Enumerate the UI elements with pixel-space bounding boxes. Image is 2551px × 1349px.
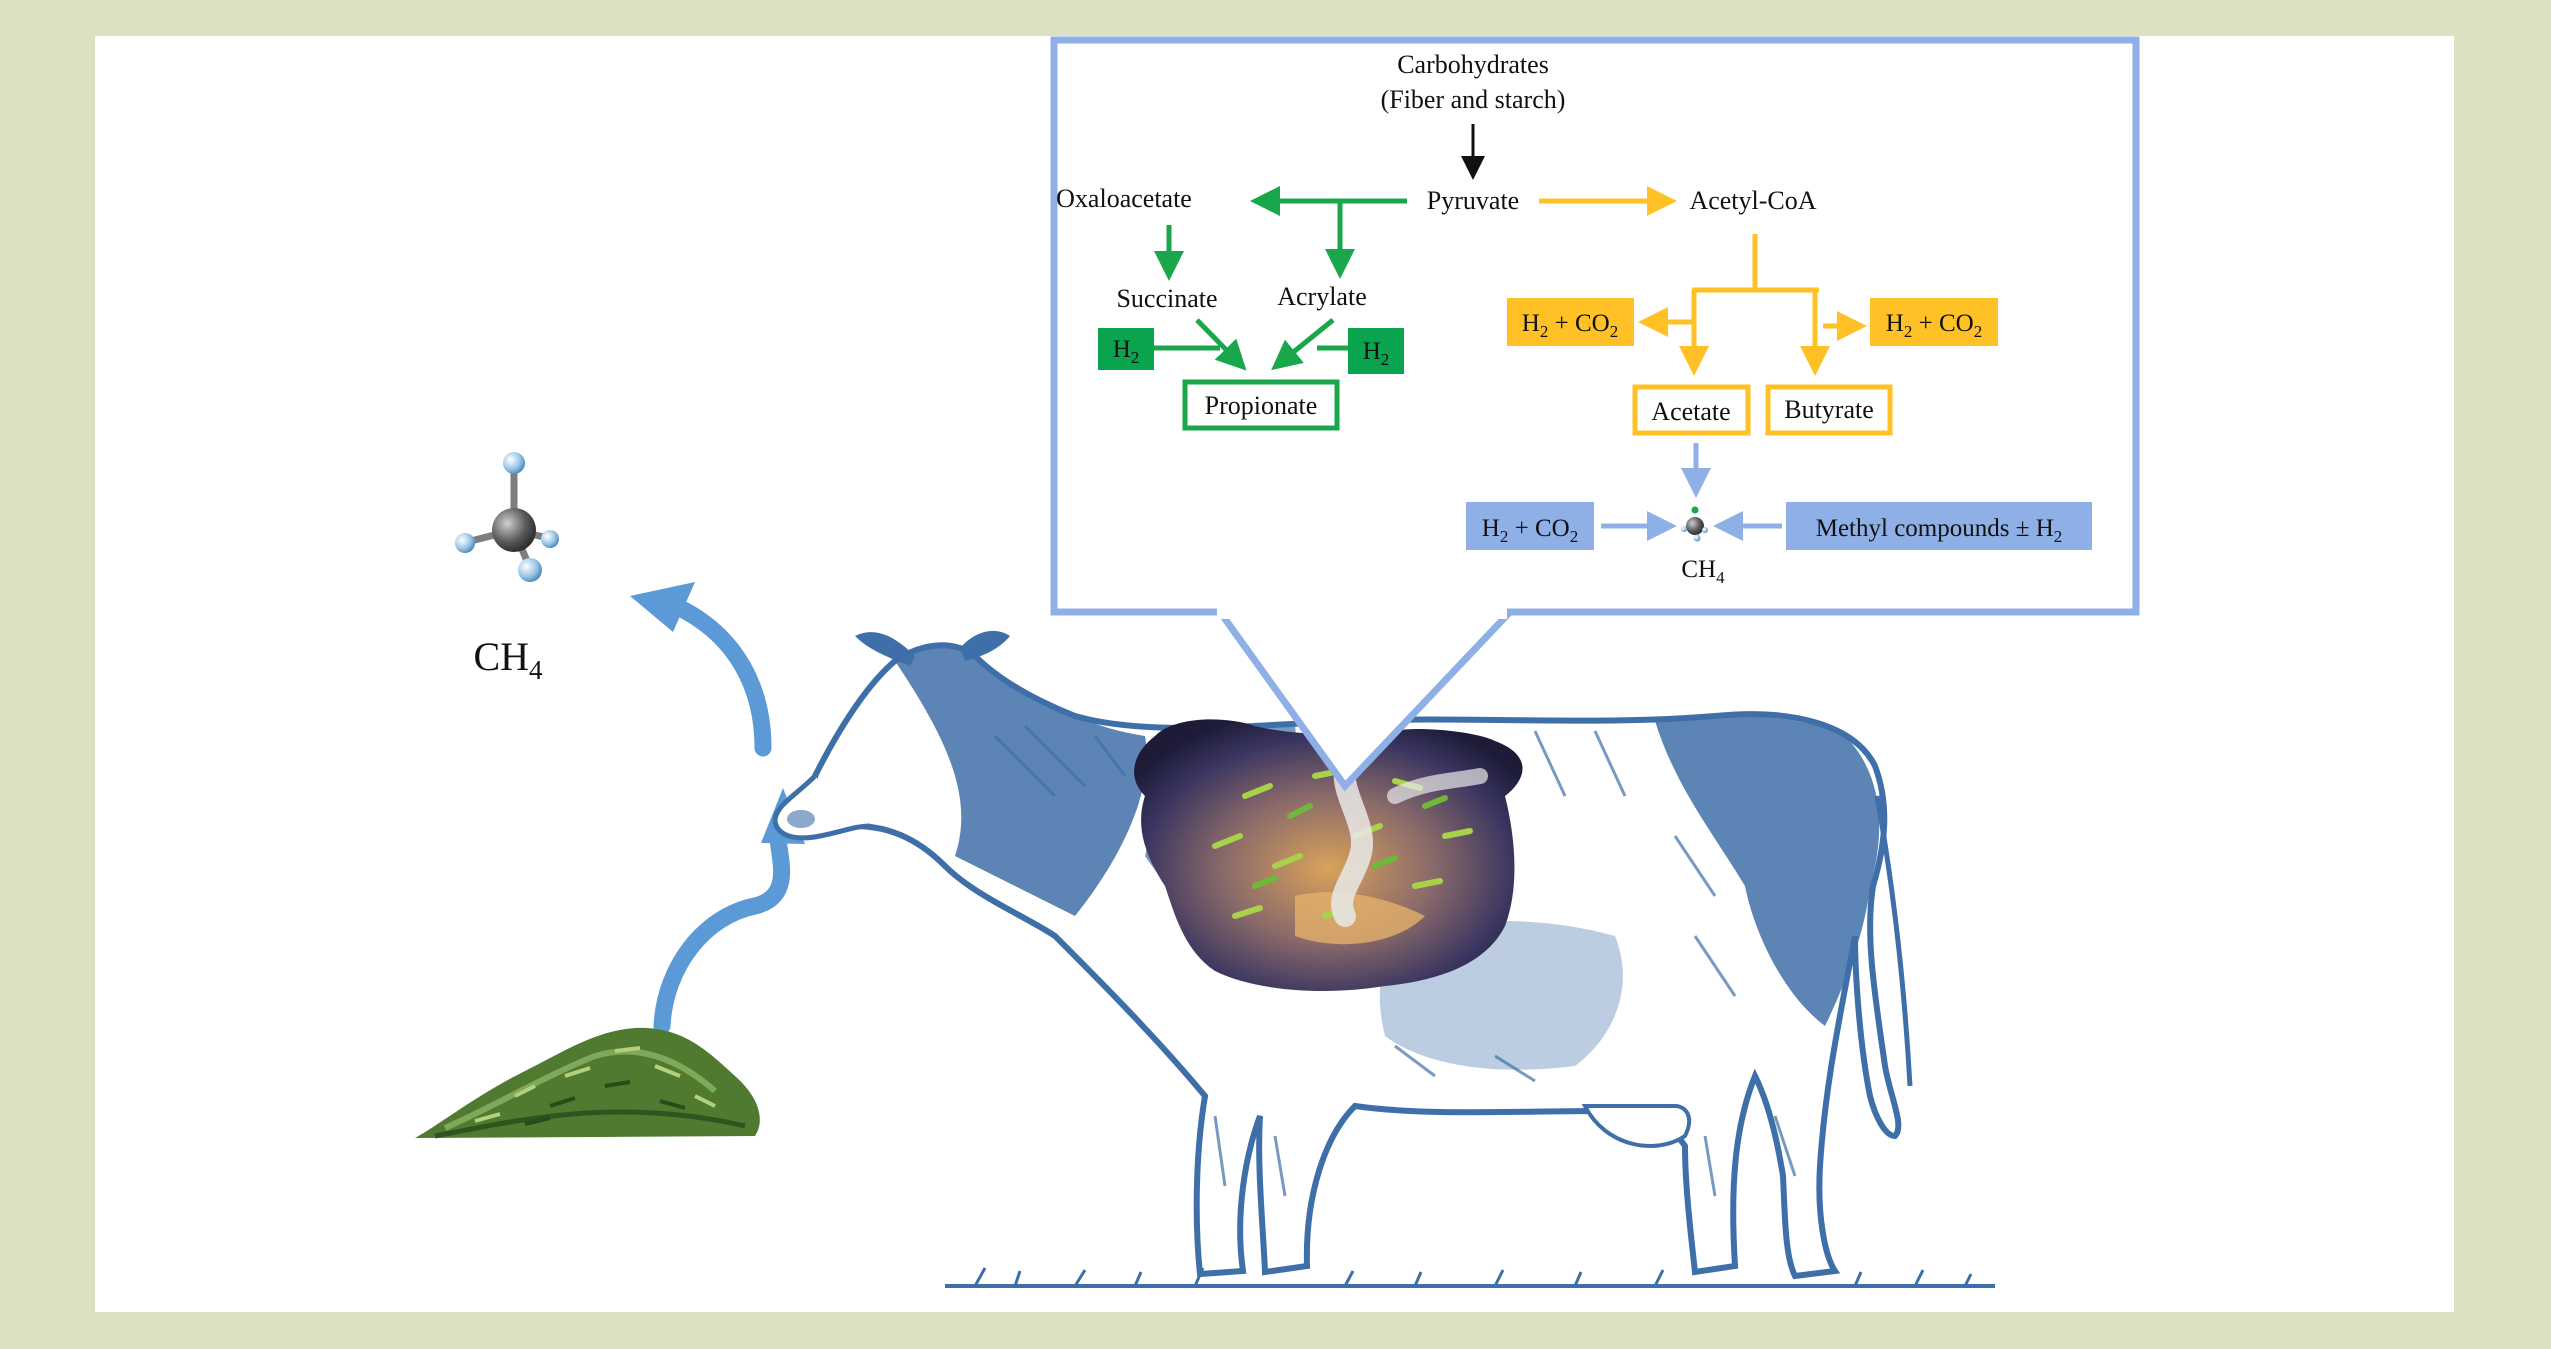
h2-left-label: H2	[1113, 336, 1140, 367]
oxaloacetate-label: Oxaloacetate	[1056, 184, 1192, 213]
h2-right-label: H2	[1363, 338, 1390, 369]
figure-panel: CH4	[95, 36, 2454, 1312]
butyrate-label: Butyrate	[1784, 395, 1874, 424]
ch4-label: CH4	[1681, 556, 1725, 587]
carbohydrates-note: (Fiber and starch)	[1381, 85, 1566, 114]
h2-co2-box-yellow-right	[1870, 298, 1998, 346]
succinate-label: Succinate	[1116, 284, 1217, 313]
h2-co2-box-yellow-left	[1507, 298, 1634, 346]
flow-arrow-cow-to-methane	[630, 582, 772, 757]
butyrate-box	[1765, 384, 1893, 436]
carbohydrates-label: Carbohydrates	[1397, 50, 1549, 79]
acetate-box	[1632, 384, 1751, 436]
h2-box-right	[1348, 328, 1404, 374]
methane-molecule-icon	[455, 452, 559, 582]
methyl-compounds-box	[1786, 502, 2092, 550]
methane-label: CH4	[473, 634, 543, 685]
acetyl-coa-label: Acetyl-CoA	[1689, 186, 1816, 215]
acetate-butyrate-pathway-arrows	[1539, 186, 1867, 376]
h2-box-left	[1098, 328, 1154, 370]
methanogenesis-arrows	[1601, 443, 1782, 541]
propionate-label: Propionate	[1205, 391, 1318, 420]
h2-co2-blue-label: H2 + CO2	[1482, 515, 1578, 546]
h2-co2-yellow-right-label: H2 + CO2	[1886, 310, 1982, 341]
h2-co2-box-blue	[1466, 502, 1594, 550]
acetate-label: Acetate	[1651, 397, 1730, 426]
methyl-compounds-label: Methyl compounds ± H2	[1816, 515, 2063, 546]
callout-pointer	[1217, 609, 1513, 792]
propionate-pathway-arrows	[1145, 186, 1407, 371]
acrylate-label: Acrylate	[1277, 282, 1367, 311]
feed-pile-icon	[415, 1027, 760, 1139]
diagram-svg: CH4	[415, 36, 2140, 1288]
h2-co2-yellow-left-label: H2 + CO2	[1522, 310, 1618, 341]
pyruvate-label: Pyruvate	[1427, 186, 1519, 215]
propionate-box	[1182, 379, 1340, 431]
methane-molecule-small-icon	[1681, 506, 1708, 542]
rumen-contents	[1134, 719, 1523, 991]
